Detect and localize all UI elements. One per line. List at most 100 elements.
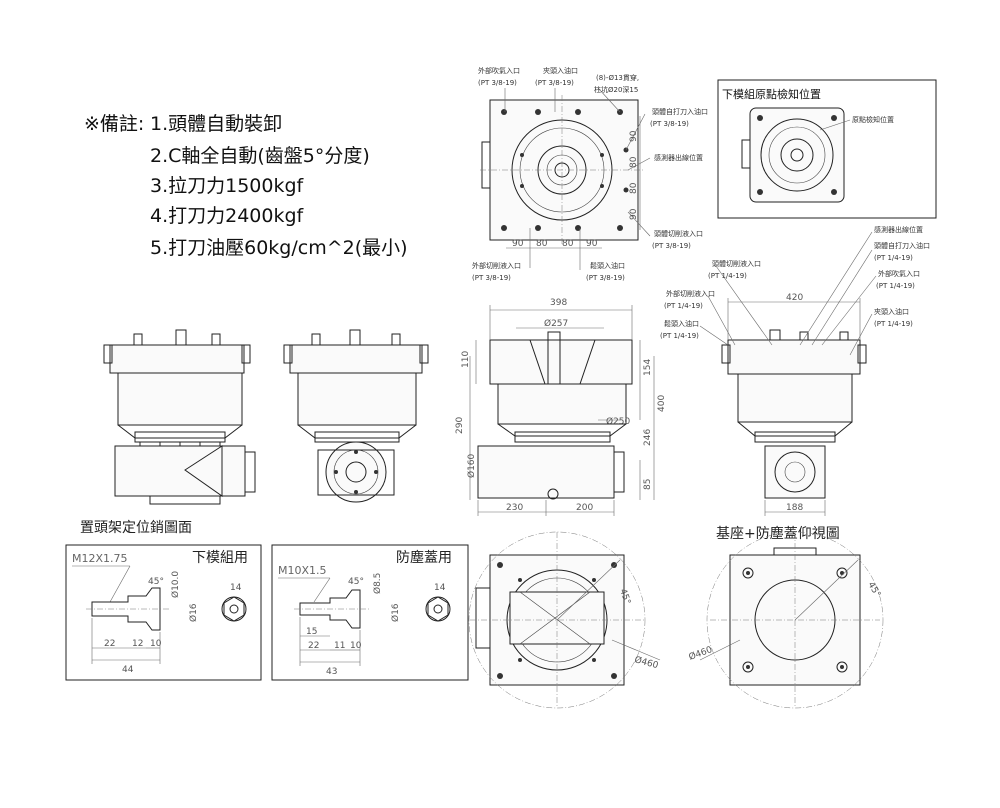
pin-lower-thread: M12X1.75: [72, 552, 128, 565]
side2-spindle-face: [325, 441, 387, 503]
pin-dust-l0: 15: [306, 627, 317, 637]
dim-420: 420: [786, 293, 803, 303]
dim-200: 200: [576, 503, 593, 513]
origin-view-frame: [717, 79, 937, 219]
pin-dust-d3: 14: [434, 583, 446, 593]
side2-top-plate: [289, 344, 423, 374]
side3-top-plate: [489, 339, 633, 385]
note-4: 4.打刀力2400kgf: [150, 205, 305, 227]
pin-lower-d3: 14: [230, 583, 242, 593]
top-dim-8: 90: [629, 208, 639, 220]
pin-section-title: 置頭架定位銷圖面: [80, 520, 192, 536]
note-2: 2.C軸全自動(齒盤5°分度): [150, 145, 370, 167]
dim-d250: Ø250: [606, 416, 631, 427]
pin-lower-l3: 10: [150, 639, 162, 649]
bottom-b-d460-circle: [706, 531, 884, 709]
note-3: 3.拉刀力1500kgf: [150, 175, 305, 197]
side2-body: [297, 372, 417, 426]
top-label-ext-coolant: 外部切削液入口: [472, 261, 521, 270]
bottom-a-d460: Ø460: [633, 654, 660, 671]
dim-230: 230: [506, 503, 523, 513]
top-dim-4: 90: [586, 239, 598, 249]
dim-188: 188: [786, 503, 803, 513]
pin-lower-l2: 12: [132, 639, 143, 649]
top-dim-2: 80: [536, 239, 548, 249]
side1-motor-housing: [114, 445, 246, 497]
top-label-air-inlet-pt: (PT 3/8-19): [478, 79, 517, 87]
side3-body: [497, 383, 627, 425]
pin-dust-thread: M10X1.5: [278, 564, 327, 577]
bottom-b-d460: Ø460: [687, 644, 714, 663]
top-dim-5: 90: [629, 130, 639, 142]
top-dim-1: 90: [512, 239, 524, 249]
pin-dust: 防塵蓋用 M10X1.5 45° Ø8.5 Ø16 14 15 22 11 10…: [271, 544, 469, 681]
top-label-counterbore: 柱坑Ø20深15: [594, 85, 638, 94]
pin-dust-l1: 22: [308, 641, 319, 651]
top-label-ext-coolant-pt: (PT 3/8-19): [472, 274, 511, 282]
side-view-1: [103, 329, 256, 505]
top-label-sensor-outlet: 感測器出線位置: [654, 153, 703, 162]
dim-d160: Ø160: [466, 453, 477, 478]
side-label-self-release-oil-pt: (PT 1/4-19): [874, 254, 913, 262]
pin-dust-d2: Ø16: [390, 603, 401, 622]
origin-view-label: 原點檢知位置: [852, 115, 894, 124]
top-dim-3: 80: [562, 239, 574, 249]
side-view-4: 420 188 感測器出線位置 頭體自打刀入油口 (PT 1/4-19) 外部吹…: [660, 225, 930, 516]
side4-spindle-housing: [764, 445, 826, 499]
origin-view-body: [749, 107, 845, 203]
note-5: 5.打刀油壓60kg/cm^2(最小): [150, 237, 408, 259]
side-view-3: 398 Ø257 Ø250 110 154 290 400 246 85 Ø16…: [455, 298, 667, 516]
side4-body: [737, 373, 853, 423]
pin-lower: 下模組用 M12X1.75 45° Ø10.0 Ø16 14 22 12 10 …: [65, 544, 262, 681]
side-label-air-inlet-pt: (PT 1/4-19): [876, 282, 915, 290]
pin-lower-title: 下模組用: [192, 550, 248, 566]
dim-85: 85: [643, 479, 653, 490]
bottom-view-a: 45° Ø460: [468, 531, 661, 709]
side1-body: [117, 372, 243, 426]
notes-prefix: ※備註:: [84, 113, 144, 135]
side-label-release-oil-pt: (PT 1/4-19): [660, 332, 699, 340]
top-label-self-release-oil-pt: (PT 3/8-19): [650, 120, 689, 128]
top-label-release-oil-pt: (PT 3/8-19): [586, 274, 625, 282]
side-label-chuck-oil: 夾頭入油口: [874, 307, 909, 316]
top-view-side-tab: [481, 141, 491, 189]
side-label-self-release-oil: 頭體自打刀入油口: [874, 241, 930, 250]
side-label-coolant-inlet-pt: (PT 1/4-19): [708, 272, 747, 280]
dim-110: 110: [461, 351, 471, 368]
bottom-view-b: 基座+防塵蓋仰視圖 45° Ø460: [687, 525, 884, 709]
dim-246: 246: [643, 429, 653, 446]
top-label-air-inlet: 外部吹氣入口: [478, 66, 520, 75]
pin-lower-d2: Ø16: [188, 603, 199, 622]
top-label-coolant-inlet-pt: (PT 3/8-19): [652, 242, 691, 250]
top-label-chuck-oil-pt: (PT 3/8-19): [535, 79, 574, 87]
pin-dust-d1: Ø8.5: [372, 573, 383, 594]
pin-dust-title: 防塵蓋用: [396, 549, 452, 566]
top-label-through-holes: (8)-Ø13貫穿,: [596, 73, 639, 82]
top-dim-7: 80: [629, 182, 639, 194]
pin-lower-l1: 22: [104, 639, 115, 649]
pin-dust-angle: 45°: [348, 577, 364, 587]
top-label-self-release-oil: 頭體自打刀入油口: [652, 107, 708, 116]
side4-top-plate: [727, 339, 861, 375]
top-dim-6: 80: [629, 156, 639, 168]
pin-dust-total: 43: [326, 667, 337, 677]
side-label-air-inlet: 外部吹氣入口: [878, 269, 920, 278]
side3-motor-housing: [477, 445, 615, 499]
pin-lower-angle: 45°: [148, 577, 164, 587]
side1-top-plate: [109, 344, 245, 374]
side-label-coolant-inlet: 頭體切削液入口: [712, 259, 761, 268]
side-label-ext-coolant-pt: (PT 1/4-19): [664, 302, 703, 310]
origin-view: 下模組原點檢知位置 原點檢知位置: [717, 79, 937, 219]
side-label-ext-coolant: 外部切削液入口: [666, 289, 715, 298]
dim-290: 290: [455, 417, 465, 434]
note-1: 1.頭體自動裝卸: [150, 113, 282, 135]
dim-400: 400: [657, 395, 667, 412]
dim-398: 398: [550, 298, 567, 308]
notes-block: ※備註: 1.頭體自動裝卸 2.C軸全自動(齒盤5°分度) 3.拉刀力1500k…: [84, 113, 408, 259]
top-label-coolant-inlet: 頭體切削液入口: [654, 229, 703, 238]
origin-view-title: 下模組原點檢知位置: [722, 87, 821, 101]
bottom-a-d460-circle: [468, 531, 646, 709]
pin-dust-l3: 10: [350, 641, 362, 651]
top-view: 外部吹氣入口 (PT 3/8-19) 夾頭入油口 (PT 3/8-19) (8)…: [472, 66, 708, 282]
